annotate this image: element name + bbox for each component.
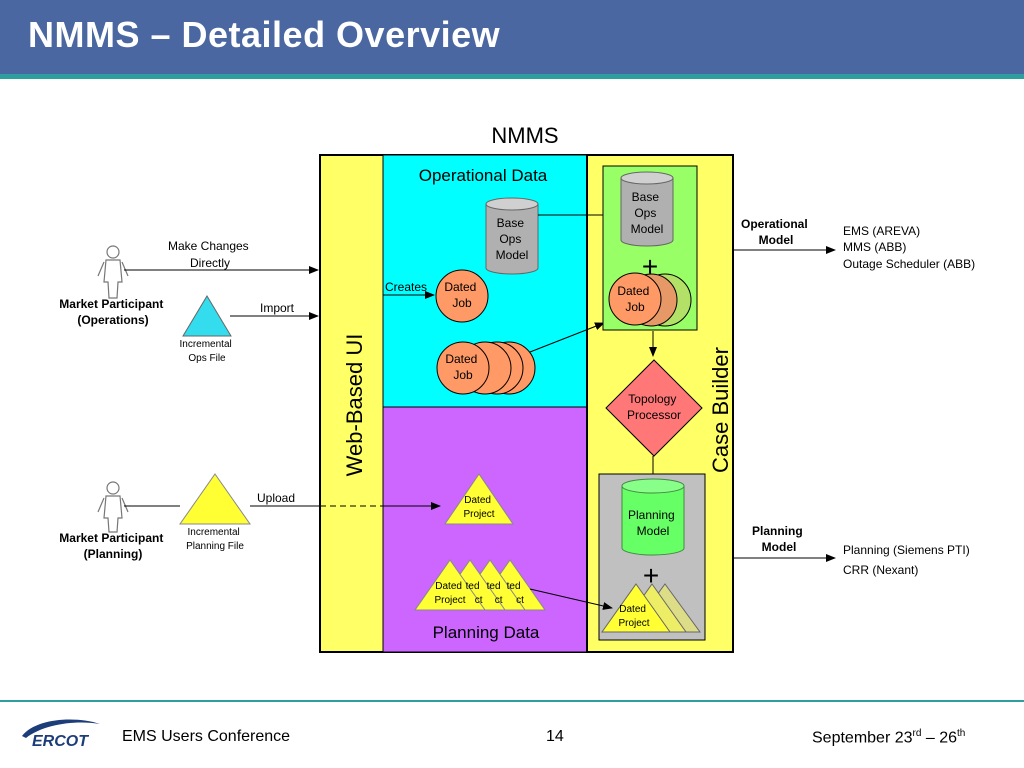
market-participant-planning-figure — [97, 481, 129, 533]
incremental-planning-file-triangle — [179, 473, 251, 525]
upload-label: Upload — [257, 491, 295, 505]
slide-header — [0, 0, 1024, 74]
svg-text:Dated Job: Dated Job — [617, 284, 652, 314]
planning-model-cylinder: Planning Model — [621, 478, 685, 556]
dated-project-arrow — [529, 588, 613, 610]
incremental-ops-file-triangle — [182, 295, 232, 337]
nmms-label: NMMS — [491, 123, 558, 148]
case-builder-dated-job-stack: Dated Job — [608, 272, 692, 327]
ops-targets-list: EMS (AREVA) MMS (ABB) Outage Scheduler (… — [843, 224, 975, 271]
slide-title: NMMS – Detailed Overview — [28, 14, 501, 55]
operational-model-label: Operational Model — [741, 217, 811, 247]
import-label: Import — [260, 301, 295, 315]
svg-text:Topology Processor: Topology Processor — [627, 392, 681, 422]
dated-project-stack: ted ted ted ct ct ct Dated Project — [414, 559, 546, 611]
dated-job-circle: Dated Job — [435, 269, 489, 323]
dated-job-stack: Dated Job — [436, 341, 536, 395]
base-ops-model-cylinder-2: Base Ops Model — [620, 171, 674, 247]
plus-sign-planning: + — [643, 560, 659, 591]
ercot-logo: ERCOT — [22, 719, 100, 750]
svg-text:Planning Model: Planning Model — [628, 508, 678, 538]
planning-data-label: Planning Data — [433, 623, 540, 642]
svg-text:ted ted ted: ted ted ted ct ct ct — [466, 581, 524, 606]
participant-ops-label: Market Participant (Operations) — [59, 297, 166, 327]
make-changes-label: Make Changes Directly — [168, 239, 252, 270]
participant-planning-label: Market Participant (Planning) — [59, 531, 166, 561]
svg-text:Dated Project: Dated Project — [434, 581, 465, 606]
case-builder-dated-project-stack: Dated Project — [601, 583, 701, 633]
market-participant-ops-figure — [97, 245, 129, 299]
base-ops-model-cylinder: Base Ops Model — [485, 197, 539, 275]
creates-label: Creates — [385, 280, 427, 294]
svg-text:Dated Job: Dated Job — [445, 352, 480, 382]
planning-model-out-label: Planning Model — [752, 524, 806, 554]
planning-data-area — [382, 406, 588, 653]
topology-processor-diamond: Topology Processor — [605, 359, 703, 457]
footer-divider — [0, 700, 1024, 702]
footer-page-number: 14 — [546, 728, 564, 745]
base-ops-model-text: Base Ops Model — [496, 216, 529, 262]
svg-text:Dated Project: Dated Project — [463, 495, 494, 520]
dated-job-arrow — [529, 322, 605, 353]
svg-text:Base Ops Model: Base Ops Model — [631, 190, 664, 236]
svg-text:ERCOT: ERCOT — [32, 733, 89, 750]
operational-data-label: Operational Data — [419, 166, 548, 185]
header-divider — [0, 74, 1024, 79]
dated-project-triangle: Dated Project — [444, 473, 514, 525]
footer-conference: EMS Users Conference — [122, 728, 291, 745]
incremental-planning-file-label: Incremental Planning File — [186, 527, 244, 552]
footer-date: September 23rd – 26th — [812, 728, 966, 747]
incremental-ops-file-label: Incremental Ops File — [179, 339, 234, 364]
case-builder-label: Case Builder — [708, 347, 733, 473]
nmms-diagram: NMMS Operational Data Planning Data Web-… — [59, 123, 975, 653]
web-based-ui-label: Web-Based UI — [342, 334, 367, 477]
svg-text:Dated Job: Dated Job — [444, 280, 479, 310]
planning-targets-list: Planning (Siemens PTI) CRR (Nexant) — [843, 543, 973, 577]
svg-text:Dated Project: Dated Project — [618, 604, 649, 629]
